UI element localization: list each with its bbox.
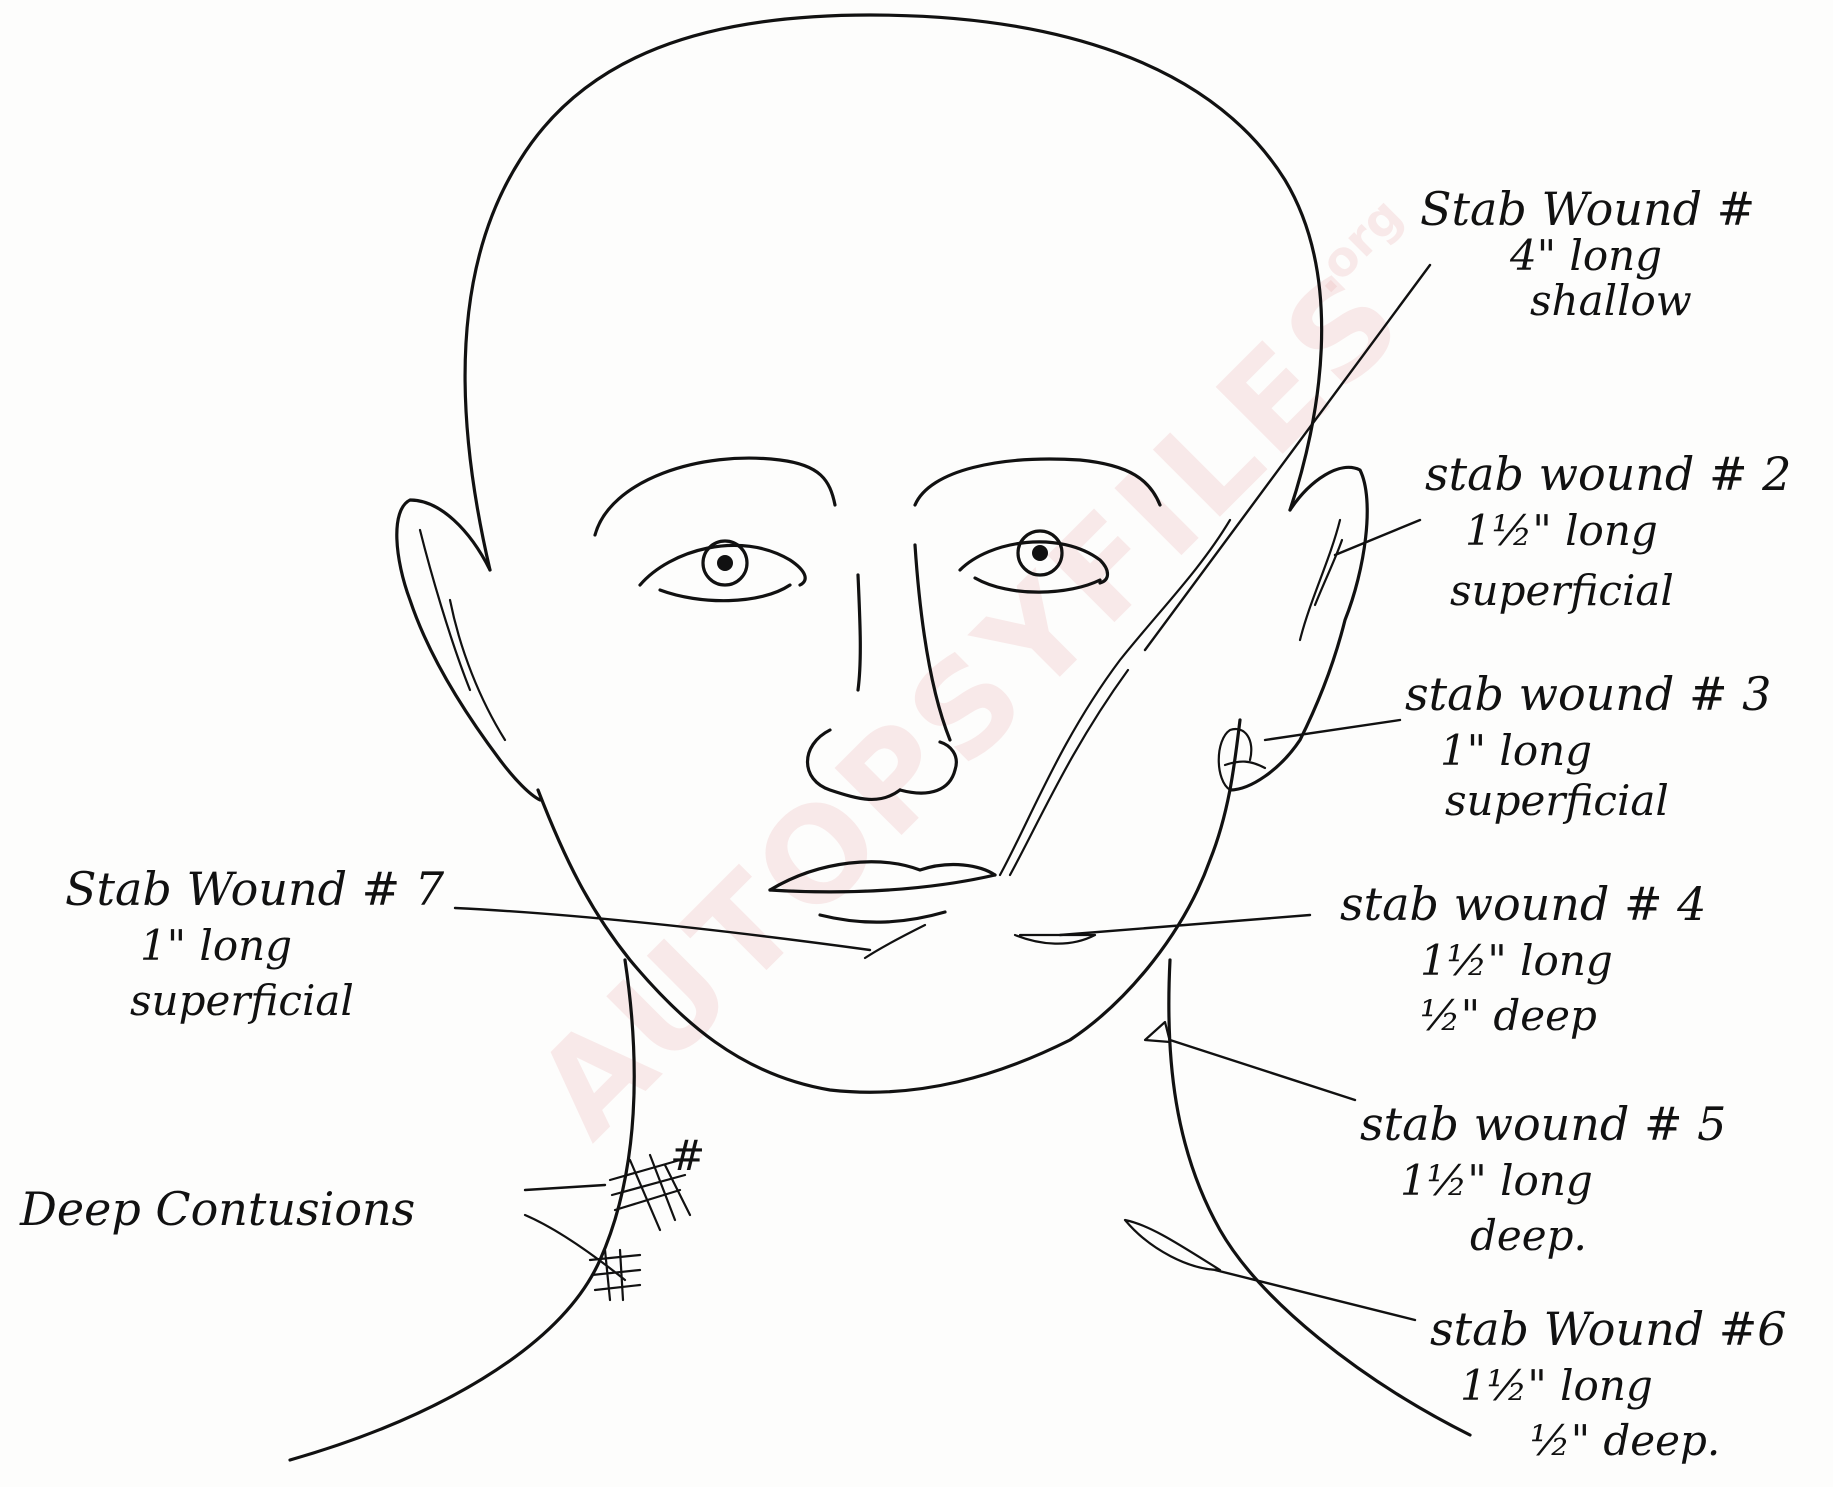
- chin-wound-left: [865, 925, 925, 958]
- wound5-mark: [1145, 1022, 1170, 1042]
- contusions-hatching: [525, 1155, 690, 1300]
- label-wound3-line2: 1" long: [1440, 726, 1592, 775]
- label-wound6-line2: 1½" long: [1460, 1361, 1653, 1410]
- label-wound1-line2: 4" long: [1509, 231, 1662, 280]
- label-wound2-line2: 1½" long: [1465, 506, 1658, 555]
- wound6-mark: [1125, 1220, 1220, 1270]
- label-wound2: stab wound # 2 1½" long superficial: [1425, 447, 1791, 615]
- label-wound5: stab wound # 5 1½" long deep.: [1360, 1097, 1726, 1260]
- label-wound6-line1: stab Wound #6: [1430, 1302, 1787, 1356]
- label-contusions-mark: #: [670, 1131, 705, 1180]
- label-wound4-line2: 1½" long: [1420, 936, 1613, 985]
- watermark: AUTOPSYFILES .org: [505, 187, 1484, 1166]
- label-wound3-line3: superficial: [1445, 776, 1669, 825]
- label-wound7: Stab Wound # 7 1" long superficial: [65, 862, 445, 1025]
- watermark-text: AUTOPSYFILES: [507, 239, 1434, 1166]
- label-wound1: Stab Wound # 4" long shallow: [1420, 182, 1755, 325]
- label-wound7-line2: 1" long: [140, 921, 292, 970]
- label-wound3-line1: stab wound # 3: [1405, 667, 1771, 721]
- left-eye: [640, 541, 805, 601]
- label-wound6-line3: ½" deep.: [1530, 1416, 1720, 1465]
- label-wound4: stab wound # 4 1½" long ½" deep: [1340, 877, 1706, 1040]
- label-wound7-line1: Stab Wound # 7: [65, 862, 445, 916]
- label-wound5-line1: stab wound # 5: [1360, 1097, 1726, 1151]
- label-wound3: stab wound # 3 1" long superficial: [1405, 667, 1771, 825]
- wound3-mark: [1225, 762, 1265, 768]
- left-eyebrow: [595, 458, 835, 535]
- label-wound6: stab Wound #6 1½" long ½" deep.: [1430, 1302, 1787, 1465]
- leader-wound4: [1060, 915, 1310, 935]
- label-wound1-line1: Stab Wound #: [1420, 182, 1755, 236]
- left-ear: [397, 500, 540, 800]
- label-wound7-line3: superficial: [130, 976, 354, 1025]
- leader-wound5: [1170, 1040, 1355, 1100]
- label-wound1-line3: shallow: [1530, 276, 1692, 325]
- label-wound5-line2: 1½" long: [1400, 1156, 1593, 1205]
- label-wound4-line3: ½" deep: [1420, 991, 1597, 1040]
- label-wound2-line1: stab wound # 2: [1425, 447, 1791, 501]
- leader-wound3: [1265, 720, 1400, 740]
- label-wound5-line3: deep.: [1470, 1211, 1587, 1260]
- chin-wound-right: [1015, 935, 1095, 944]
- label-contusions-text: Deep Contusions: [19, 1182, 415, 1236]
- wound2-mark: [1315, 540, 1342, 605]
- leader-contusions: [525, 1185, 605, 1190]
- label-wound2-line3: superficial: [1450, 566, 1674, 615]
- leader-wound6: [1215, 1270, 1415, 1320]
- label-wound4-line1: stab wound # 4: [1340, 877, 1706, 931]
- leader-wound2: [1335, 520, 1420, 555]
